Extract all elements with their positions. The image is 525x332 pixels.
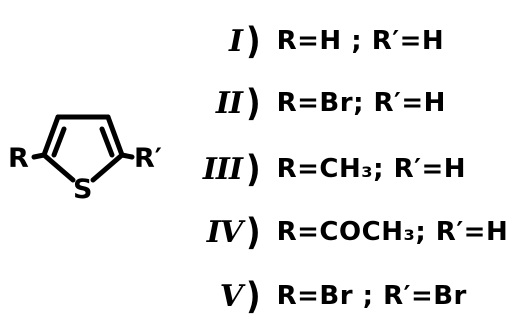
thiophene-ring-drawing xyxy=(31,114,135,183)
numeral-paren: ) xyxy=(246,147,261,191)
compound-row-i: I ) R=H ; R′=H xyxy=(176,19,445,63)
bond-to-r xyxy=(31,152,47,160)
compound-row-v: V ) R=Br ; R′=Br xyxy=(176,274,467,318)
compound-substituents: R=Br ; R′=Br xyxy=(276,281,467,311)
ring-bond-c5-s xyxy=(90,152,125,183)
double-bond-left xyxy=(51,126,67,158)
bond-to-r-prime xyxy=(119,152,135,160)
compound-substituents: R=H ; R′=H xyxy=(276,26,445,56)
substituent-r-prime-label: R′ xyxy=(134,143,162,174)
compound-row-ii: II ) R=Br; R′=H xyxy=(176,81,446,125)
numeral-paren: ) xyxy=(246,210,261,254)
compound-numeral: II xyxy=(215,85,243,121)
substituent-r-label: R xyxy=(8,143,29,174)
sulfur-atom-label: S xyxy=(73,174,93,205)
thiophene-structure: R R′ S xyxy=(0,0,200,332)
ring-bond-c2-c3 xyxy=(41,114,61,158)
ring-bond-c4-c5 xyxy=(105,114,125,158)
compound-numeral: I xyxy=(228,23,243,59)
compound-row-iii: III ) R=CH₃; R′=H xyxy=(176,147,467,191)
compound-row-iv: IV ) R=COCH₃; R′=H xyxy=(176,210,509,254)
compound-numeral: III xyxy=(202,151,243,187)
numeral-paren: ) xyxy=(246,19,261,63)
numeral-paren: ) xyxy=(246,81,261,125)
compound-substituents: R=Br; R′=H xyxy=(276,88,446,118)
compound-substituents: R=COCH₃; R′=H xyxy=(276,217,509,247)
numeral-paren: ) xyxy=(246,274,261,318)
double-bond-right xyxy=(99,126,115,158)
compound-numeral: IV xyxy=(206,214,243,250)
ring-bond-c2-s xyxy=(41,152,76,183)
compound-substituents: R=CH₃; R′=H xyxy=(276,154,467,184)
compound-numeral: V xyxy=(219,278,243,314)
